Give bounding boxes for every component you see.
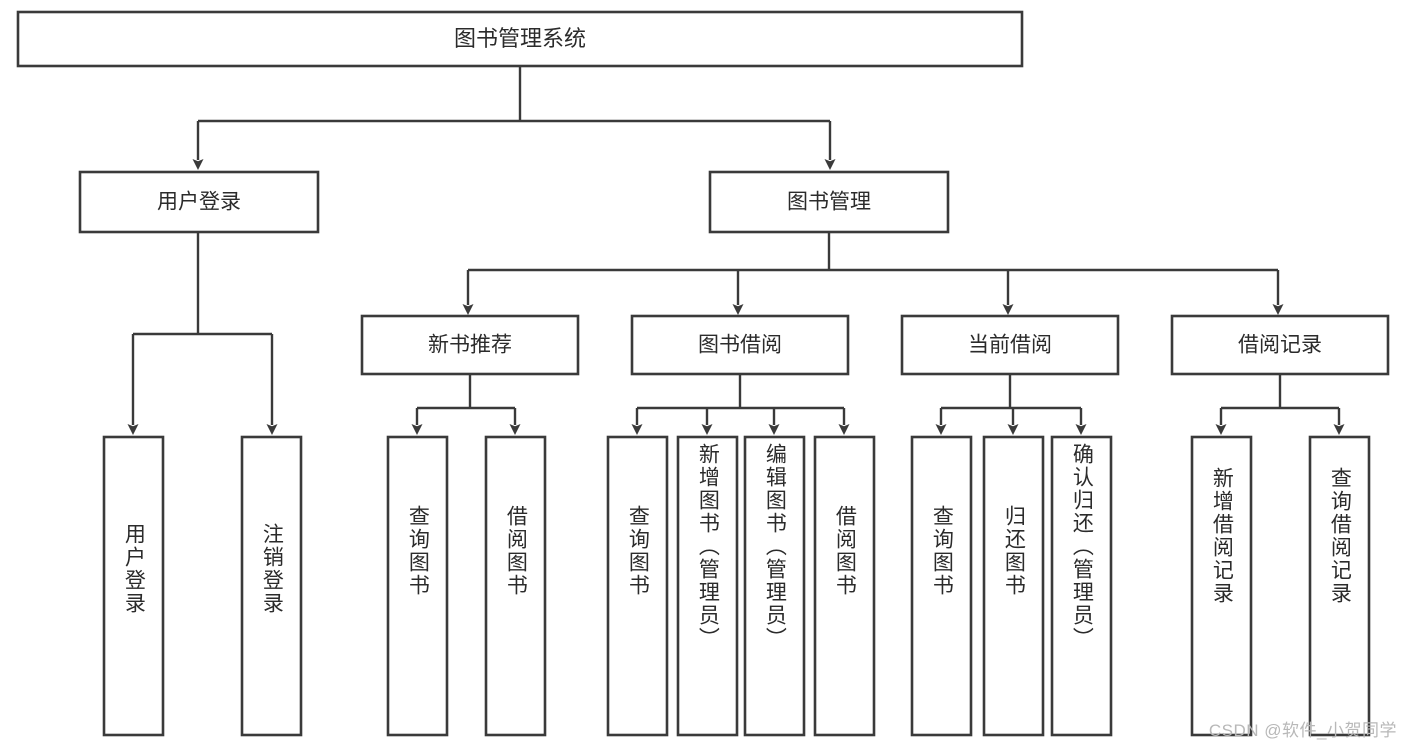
node-book-borrow[interactable]: 图书借阅 <box>630 314 850 376</box>
node-root-label: 图书管理系统 <box>454 26 586 51</box>
leaf-box-borrow-edit[interactable] <box>743 435 806 737</box>
node-book-borrow-label: 图书借阅 <box>698 334 782 357</box>
leaf-box-borrow-do[interactable] <box>813 435 876 737</box>
leaf-box-cur-query[interactable] <box>910 435 973 737</box>
node-book-manage-label: 图书管理 <box>787 191 871 214</box>
leaf-box-rec-query[interactable] <box>386 435 449 737</box>
leaf-box-user-logout[interactable] <box>240 435 303 737</box>
node-new-book-rec-label: 新书推荐 <box>428 334 512 357</box>
node-root[interactable]: 图书管理系统 <box>16 10 1024 68</box>
leaf-box-user-login[interactable] <box>102 435 165 737</box>
leaf-box-cur-return[interactable] <box>982 435 1045 737</box>
node-borrow-record[interactable]: 借阅记录 <box>1170 314 1390 376</box>
node-user-login[interactable]: 用户登录 <box>78 170 320 234</box>
leaf-box-group <box>102 435 1371 737</box>
node-new-book-rec[interactable]: 新书推荐 <box>360 314 580 376</box>
node-book-manage[interactable]: 图书管理 <box>708 170 950 234</box>
csdn-watermark: CSDN @软件_小贺同学 <box>1208 721 1397 740</box>
leaf-box-borrow-add[interactable] <box>676 435 739 737</box>
node-current-borrow[interactable]: 当前借阅 <box>900 314 1120 376</box>
leaf-box-cur-confirm[interactable] <box>1050 435 1113 737</box>
leaf-box-rec-add[interactable] <box>1190 435 1253 737</box>
leaf-box-rec-find[interactable] <box>1308 435 1371 737</box>
leaf-box-borrow-query[interactable] <box>606 435 669 737</box>
node-user-login-label: 用户登录 <box>157 191 241 214</box>
edge-group <box>127 66 1345 435</box>
node-borrow-record-label: 借阅记录 <box>1238 334 1322 357</box>
node-current-borrow-label: 当前借阅 <box>968 334 1052 357</box>
leaf-box-rec-borrow[interactable] <box>484 435 547 737</box>
